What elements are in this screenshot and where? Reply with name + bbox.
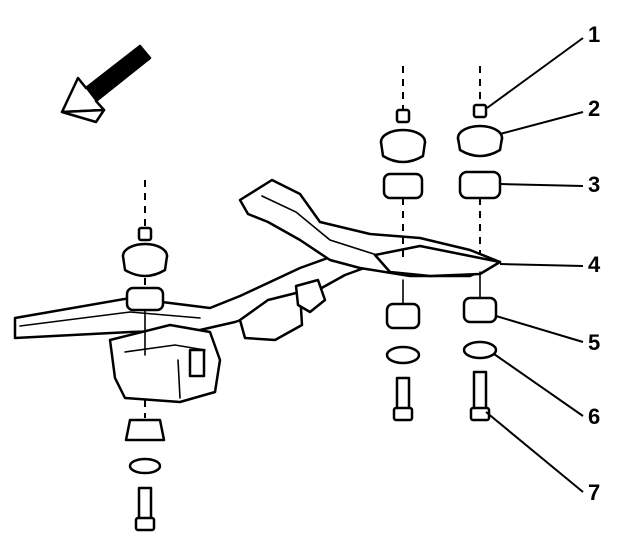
callout-numbers: 1 2 3 4 5 6 7	[588, 22, 601, 505]
leader-lines	[485, 37, 584, 493]
callout-1: 1	[588, 22, 600, 47]
callout-6: 6	[588, 404, 600, 429]
left-mount-stack	[121, 180, 169, 532]
middle-mount-stack	[379, 66, 427, 422]
callout-5: 5	[588, 330, 600, 355]
callout-3: 3	[588, 172, 600, 197]
front-direction-arrow-icon	[60, 44, 152, 124]
callout-2: 2	[588, 96, 600, 121]
callout-7: 7	[588, 480, 600, 505]
right-mount-stack	[456, 66, 504, 422]
frame-cradle	[13, 178, 502, 404]
callout-4: 4	[588, 252, 601, 277]
